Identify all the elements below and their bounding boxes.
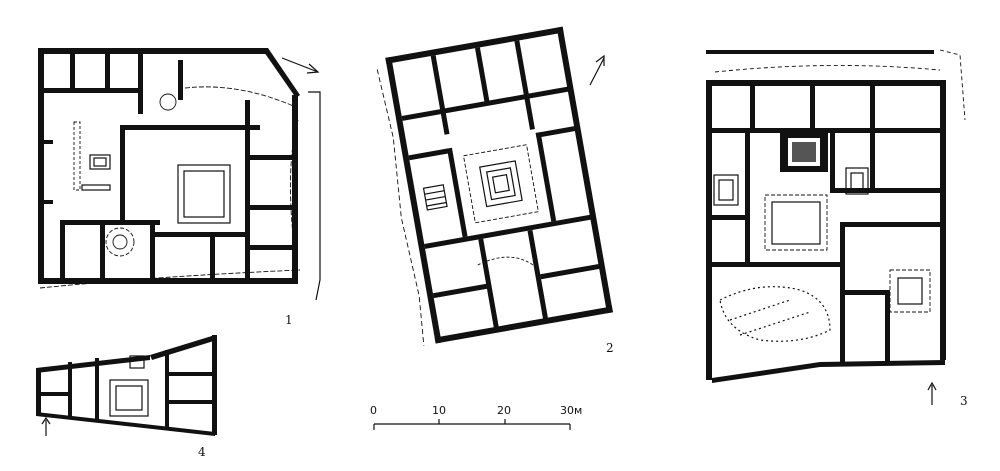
plan-2 bbox=[376, 26, 613, 346]
plan-1-label: 1 bbox=[285, 313, 293, 327]
scale-tick-10: 10 bbox=[432, 404, 446, 417]
scale-bar: 0 10 20 30м bbox=[370, 404, 582, 430]
plan-1: 1 bbox=[38, 48, 321, 327]
scale-tick-30: 30м bbox=[560, 404, 582, 417]
plan-2-label: 2 bbox=[606, 341, 614, 355]
plan-4: 4 bbox=[36, 335, 217, 459]
scale-tick-20: 20 bbox=[497, 404, 511, 417]
plan-3: 3 bbox=[706, 49, 968, 408]
plan-3-label: 3 bbox=[960, 394, 968, 408]
scale-tick-0: 0 bbox=[370, 404, 377, 417]
plan-4-label: 4 bbox=[198, 445, 206, 459]
